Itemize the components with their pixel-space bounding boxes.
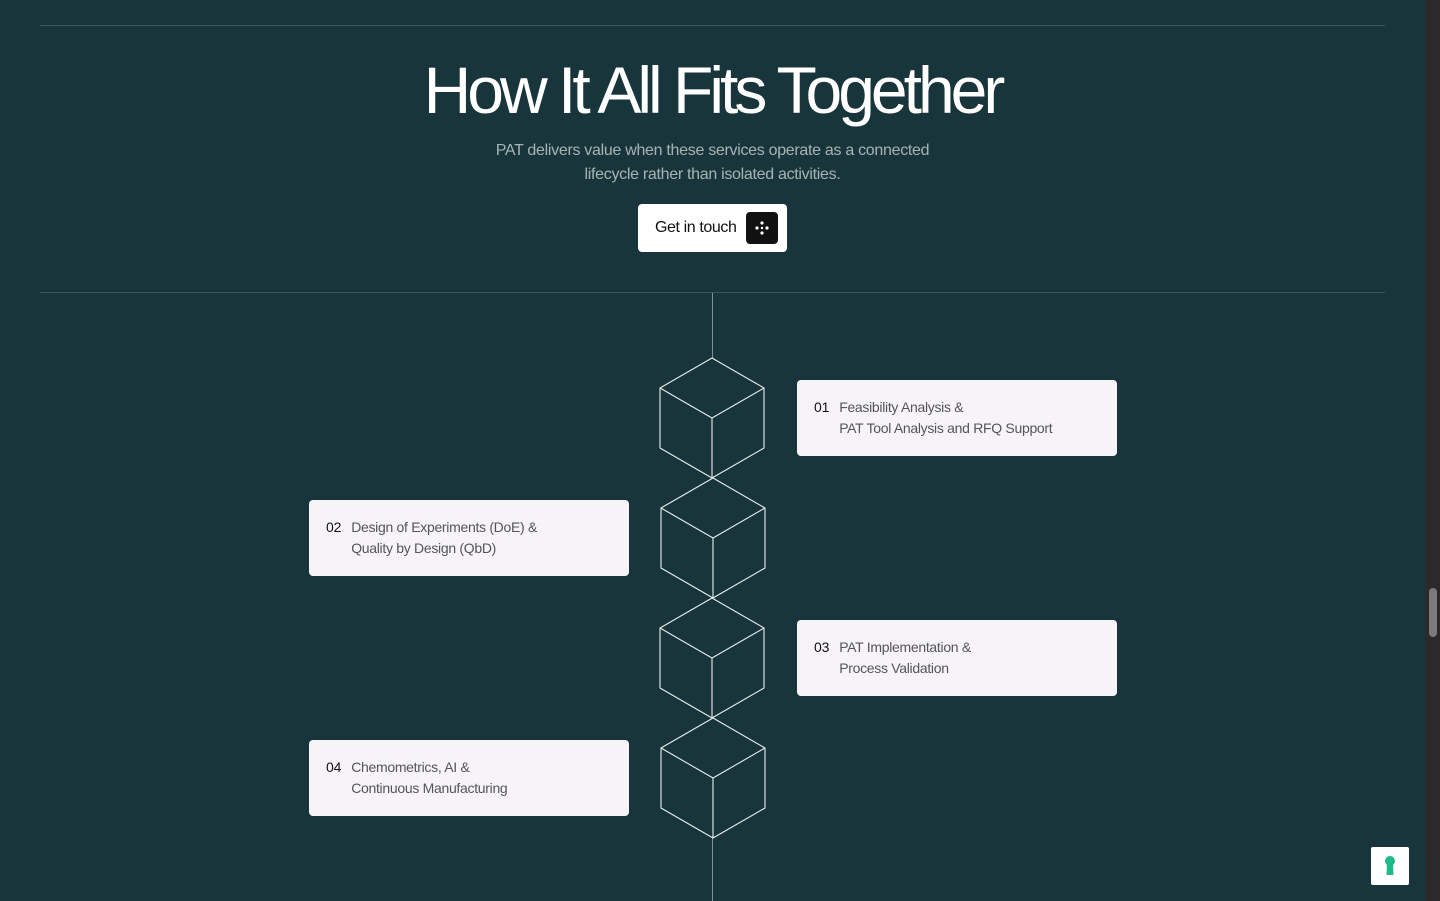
timeline-line-top [712, 293, 713, 358]
step-line-1: Feasibility Analysis & [839, 399, 964, 415]
step-card-04: 04 Chemometrics, AI & Continuous Manufac… [309, 740, 629, 816]
get-in-touch-label: Get in touch [655, 219, 737, 236]
step-number: 03 [814, 639, 830, 655]
scrollbar-track[interactable] [1425, 0, 1440, 901]
cube-1 [659, 357, 765, 479]
step-text: Chemometrics, AI & Continuous Manufactur… [351, 757, 508, 799]
get-in-touch-button[interactable]: Get in touch [638, 204, 787, 252]
step-number: 02 [326, 519, 342, 535]
cube-4 [660, 717, 766, 839]
four-point-dots-icon [746, 212, 778, 244]
step-text: Design of Experiments (DoE) & Quality by… [351, 517, 537, 559]
stacked-cubes-graphic [659, 357, 766, 839]
section-subtitle: PAT delivers value when these services o… [470, 139, 955, 187]
scrollbar-thumb[interactable] [1429, 588, 1437, 637]
step-line-2: Continuous Manufacturing [351, 780, 508, 796]
step-line-2: Process Validation [839, 660, 949, 676]
floating-keyhole-button[interactable] [1371, 847, 1409, 885]
section-title: How It All Fits Together [423, 53, 1006, 127]
subtitle-line-1: PAT delivers value when these services o… [495, 142, 930, 159]
step-text: PAT Implementation & Process Validation [839, 637, 971, 679]
cube-3 [659, 597, 765, 719]
step-card-03: 03 PAT Implementation & Process Validati… [797, 620, 1117, 696]
step-line-1: PAT Implementation & [839, 639, 971, 655]
step-text: Feasibility Analysis & PAT Tool Analysis… [839, 397, 1052, 439]
step-number: 01 [814, 399, 830, 415]
step-card-01: 01 Feasibility Analysis & PAT Tool Analy… [797, 380, 1117, 456]
step-line-1: Chemometrics, AI & [351, 759, 470, 775]
subtitle-line-2: lifecycle rather than isolated activitie… [584, 166, 841, 183]
step-line-2: PAT Tool Analysis and RFQ Support [839, 420, 1053, 436]
step-line-2: Quality by Design (QbD) [351, 540, 497, 556]
step-line-1: Design of Experiments (DoE) & [351, 519, 538, 535]
step-number: 04 [326, 759, 342, 775]
middle-divider [40, 292, 1385, 293]
step-card-02: 02 Design of Experiments (DoE) & Quality… [309, 500, 629, 576]
timeline-line-bottom [712, 836, 713, 901]
keyhole-icon [1385, 856, 1395, 875]
top-divider [40, 25, 1385, 26]
cube-2 [660, 477, 766, 599]
